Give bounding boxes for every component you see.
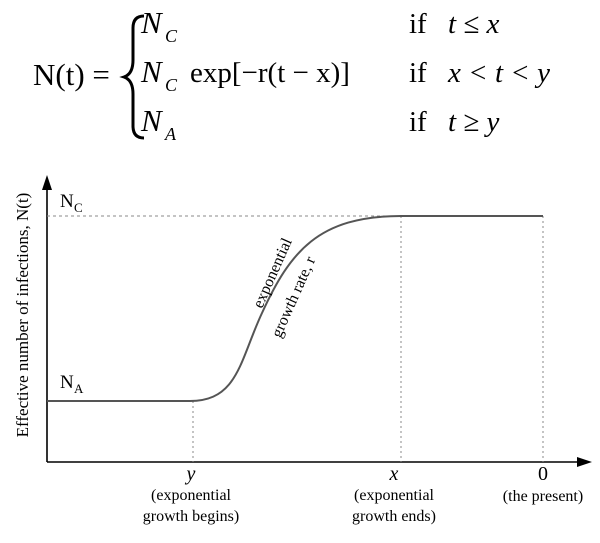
tick-present-symbol: 0 xyxy=(538,463,548,485)
case-1-cond: t ≤ x xyxy=(448,8,499,40)
equation-brace xyxy=(119,14,145,140)
case-3: N A if t ≥ y xyxy=(140,103,499,144)
na-label-N: N xyxy=(60,372,74,393)
tick-x-symbol: x xyxy=(389,463,399,485)
case-2-N: N xyxy=(140,54,164,89)
case-1-N: N xyxy=(140,5,164,40)
nc-label-sub: C xyxy=(74,200,83,215)
tick-x: x (exponential growth ends) xyxy=(352,463,436,525)
case-2-sub: C xyxy=(165,75,178,95)
case-1-if: if xyxy=(409,8,427,40)
x-axis-arrow xyxy=(577,457,592,467)
tick-x-desc-2: growth ends) xyxy=(352,508,436,525)
case-1: N C if t ≤ x xyxy=(140,5,499,46)
chart: Effective number of infections, N(t) N C… xyxy=(13,175,592,525)
tick-present: 0 (the present) xyxy=(503,463,583,505)
tick-y-desc-1: (exponential xyxy=(151,487,232,504)
tick-y: y (exponential growth begins) xyxy=(143,463,239,525)
case-2: N C exp[−r(t − x)] if x < t < y xyxy=(140,54,550,95)
nc-label-N: N xyxy=(60,191,74,212)
tick-y-desc-2: growth begins) xyxy=(143,508,239,525)
case-2-if: if xyxy=(409,57,427,89)
y-axis-arrow xyxy=(42,175,52,190)
tick-y-symbol: y xyxy=(185,463,196,485)
equation-lhs: N(t) = xyxy=(33,57,110,92)
equation: N(t) = N C if t ≤ x N C exp[−r(t − x)] i… xyxy=(33,5,550,144)
case-3-sub: A xyxy=(164,124,177,144)
case-1-sub: C xyxy=(165,26,178,46)
case-3-N: N xyxy=(140,103,164,138)
na-label: N A xyxy=(60,372,84,396)
case-3-if: if xyxy=(409,106,427,138)
case-3-cond: t ≥ y xyxy=(448,106,499,138)
nc-label: N C xyxy=(60,191,83,215)
na-label-sub: A xyxy=(74,381,84,396)
tick-present-desc: (the present) xyxy=(503,488,583,505)
y-axis-label: Effective number of infections, N(t) xyxy=(13,193,32,438)
population-curve xyxy=(47,215,543,402)
case-2-cond: x < t < y xyxy=(447,57,550,89)
tick-x-desc-1: (exponential xyxy=(354,487,435,504)
case-2-expr: exp[−r(t − x)] xyxy=(190,57,350,89)
